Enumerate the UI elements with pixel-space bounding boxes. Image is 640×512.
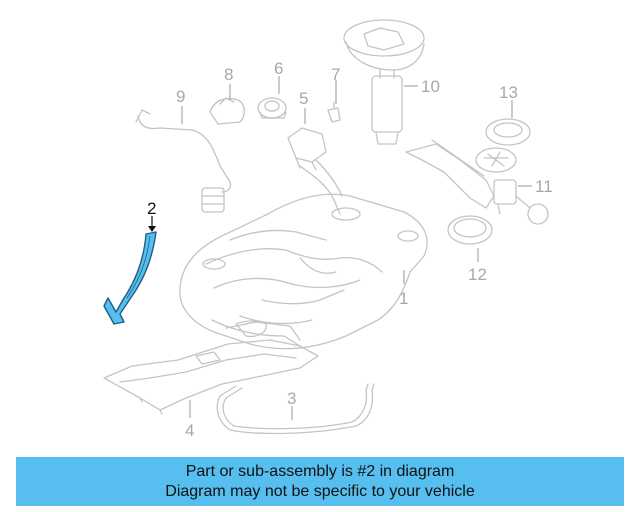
sender-part	[405, 139, 549, 225]
seal-part	[257, 97, 287, 119]
callout-labels: 1 2 3 4 5 6 7 8 9 10 11 12 13	[147, 59, 553, 440]
fuel-pump-part	[343, 19, 425, 145]
parts-diagram: 1 2 3 4 5 6 7 8 9 10 11 12 13	[103, 19, 553, 440]
info-banner: Part or sub-assembly is #2 in diagram Di…	[16, 457, 624, 506]
banner-line-disclaimer: Diagram may not be specific to your vehi…	[165, 482, 475, 500]
callout-9: 9	[176, 87, 185, 106]
fuel-tank-part	[179, 127, 428, 350]
callout-6: 6	[274, 59, 283, 78]
heat-shield-part	[103, 320, 319, 415]
banner-line-part-number: Part or sub-assembly is #2 in diagram	[185, 462, 455, 480]
leader-lines	[148, 76, 532, 420]
callout-4: 4	[185, 421, 194, 440]
gasket-ring-part	[447, 215, 493, 245]
callout-10: 10	[421, 77, 440, 96]
callout-7: 7	[331, 65, 340, 84]
callout-5: 5	[299, 89, 308, 108]
lock-ring-part	[475, 118, 531, 173]
retainer-part	[209, 97, 245, 125]
callout-12: 12	[468, 265, 487, 284]
strap-part-highlighted	[103, 231, 157, 325]
vent-hose-part	[135, 109, 232, 213]
tank-strap-part	[216, 383, 375, 435]
callout-1: 1	[399, 289, 408, 308]
valve-part	[327, 101, 341, 123]
callout-2: 2	[147, 199, 156, 218]
callout-11: 11	[535, 177, 553, 196]
callout-8: 8	[224, 65, 233, 84]
callout-13: 13	[499, 83, 518, 102]
callout-3: 3	[287, 389, 296, 408]
